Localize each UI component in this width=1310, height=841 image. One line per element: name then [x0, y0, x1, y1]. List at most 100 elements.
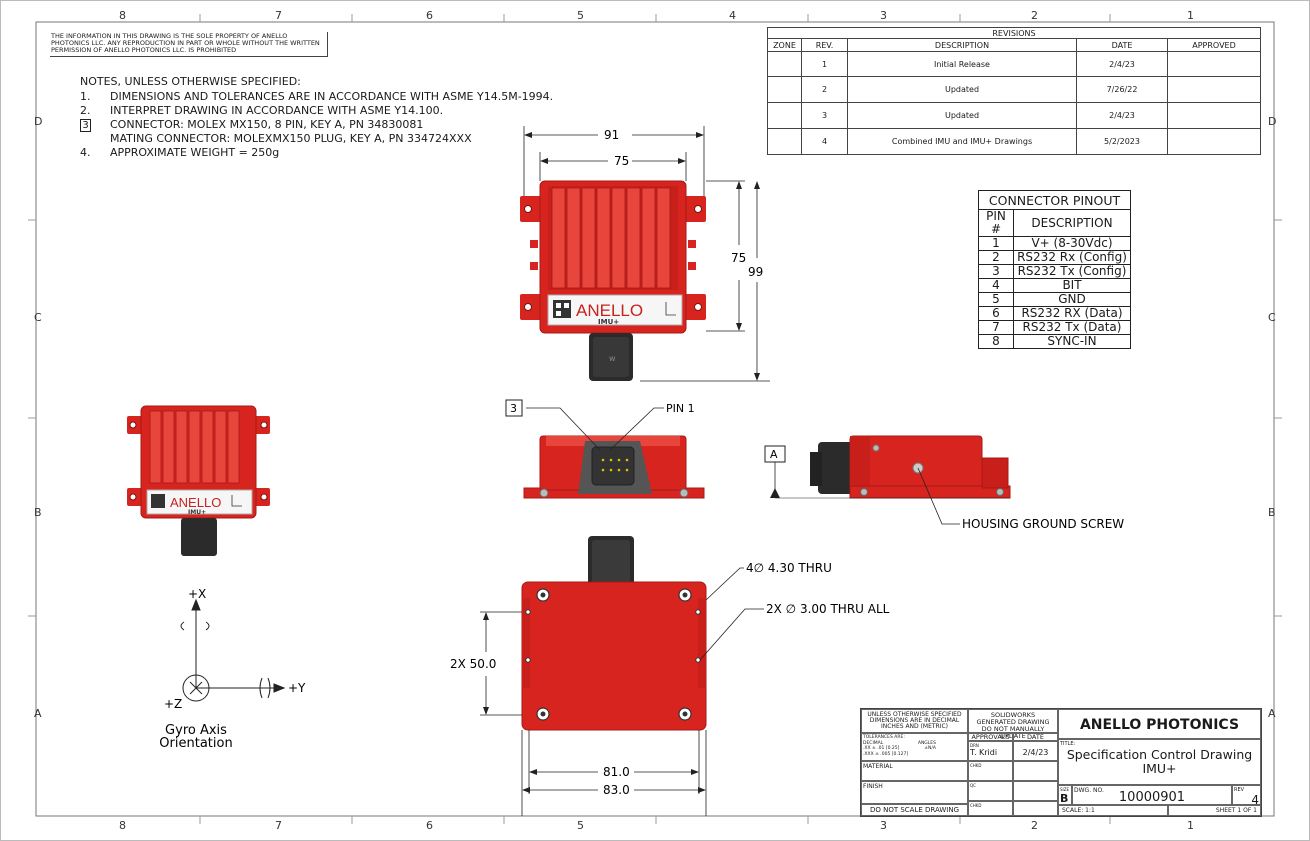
- side-view: [810, 435, 1011, 499]
- pin-number: 5: [978, 292, 1014, 307]
- zone-bottom-6: 6: [426, 819, 433, 832]
- zone-right-d: D: [1268, 115, 1277, 128]
- thru-hole-2x: 2X ∅ 3.00 THRU ALL: [766, 602, 890, 616]
- zone-bottom-8: 8: [119, 819, 126, 832]
- zone-left-c: C: [34, 311, 42, 324]
- chkd2-date-cell: [1013, 801, 1058, 816]
- rev-desc: Updated: [847, 102, 1077, 129]
- pin-number: 2: [978, 250, 1014, 265]
- notes-title: NOTES, UNLESS OTHERWISE SPECIFIED:: [80, 75, 301, 88]
- date-header: DATE: [1013, 733, 1058, 741]
- zone-left-b: B: [34, 506, 42, 519]
- pin-number: 8: [978, 334, 1014, 349]
- pin-desc: RS232 Tx (Data): [1013, 320, 1131, 335]
- front-view: [523, 435, 705, 499]
- tolerance-header: UNLESS OTHERWISE SPECIFIED DIMENSIONS AR…: [861, 709, 968, 733]
- drawn-by: T. Kridi: [970, 748, 998, 757]
- axis-y-label: +Y: [288, 681, 306, 695]
- pinout-header-desc: DESCRIPTION: [1013, 209, 1131, 237]
- scale-cell: SCALE: 1:1: [1058, 805, 1168, 816]
- zone-top-1: 1: [1187, 9, 1194, 22]
- callout-3-box: [505, 399, 523, 417]
- note-num-boxed: 3: [80, 119, 91, 132]
- svg-text:w: w: [609, 354, 616, 363]
- rev-label: REV: [1234, 787, 1245, 793]
- pin-desc: GND: [1013, 292, 1131, 307]
- rev-zone: [767, 128, 802, 155]
- pin-number: 1: [978, 236, 1014, 251]
- company-name: ANELLO PHOTONICS: [1058, 709, 1261, 739]
- rev-approved: [1167, 51, 1261, 77]
- tol-line: INCHES AND (METRIC): [880, 723, 949, 730]
- note-num: 1.: [80, 90, 91, 103]
- revisions-table: REVISIONS ZONE REV. DESCRIPTION DATE APP…: [767, 27, 1261, 155]
- note-text: INTERPRET DRAWING IN ACCORDANCE WITH ASM…: [110, 104, 444, 117]
- note-num: [80, 132, 110, 146]
- title-label: TITLE:: [1060, 741, 1076, 747]
- rev-date: 2/4/23: [1076, 102, 1168, 129]
- rev-date: 5/2/2023: [1076, 128, 1168, 155]
- sw-line: SOLIDWORKS: [990, 711, 1036, 719]
- rev-num: 2: [801, 76, 848, 103]
- bottom-view: [521, 536, 707, 731]
- zone-bottom-3: 3: [880, 819, 887, 832]
- zone-left-a: A: [34, 707, 42, 720]
- size-label: SIZE: [1060, 787, 1069, 792]
- gyro-caption-2: Orientation: [159, 736, 232, 751]
- pin-desc: RS232 RX (Data): [1013, 306, 1131, 321]
- pin1-label: PIN 1: [666, 402, 695, 415]
- dim-width-91: 91: [604, 128, 619, 142]
- rev-num: 1: [801, 51, 848, 77]
- qc-date-cell: [1013, 781, 1058, 801]
- tol-line: ±N/A: [924, 746, 936, 751]
- zone-top-6: 6: [426, 9, 433, 22]
- rev-approved: [1167, 76, 1261, 103]
- revisions-title: REVISIONS: [767, 27, 1261, 39]
- tol-line: DIMENSIONS ARE IN DECIMAL: [869, 717, 960, 724]
- rev-zone: [767, 51, 802, 77]
- size-value: B: [1060, 792, 1069, 805]
- note-4: 4.APPROXIMATE WEIGHT = 250g: [80, 146, 553, 160]
- zone-top-3: 3: [880, 9, 887, 22]
- zone-top-8: 8: [119, 9, 126, 22]
- zone-bottom-2: 2: [1031, 819, 1038, 832]
- bottom-dim-arrows: [483, 612, 706, 793]
- note-1: 1.DIMENSIONS AND TOLERANCES ARE IN ACCOR…: [80, 90, 553, 104]
- zone-left-d: D: [34, 115, 43, 128]
- drawn-cell: DRN T. Kridi: [968, 741, 1013, 761]
- drawn-date: 2/4/23: [1013, 741, 1058, 761]
- dwg-cell: DWG. NO. 10000901: [1072, 785, 1232, 805]
- zone-right-a: A: [1268, 707, 1276, 720]
- note-2: 2.INTERPRET DRAWING IN ACCORDANCE WITH A…: [80, 104, 553, 118]
- dim-height-75: 75: [731, 251, 746, 265]
- dim-height-50: 2X 50.0: [450, 657, 496, 671]
- no-scale-note: DO NOT SCALE DRAWING: [861, 804, 968, 816]
- pin-number: 6: [978, 306, 1014, 321]
- rev-zone: [767, 102, 802, 129]
- pin-desc: V+ (8-30Vdc): [1013, 236, 1131, 251]
- axis-z-label: +Z: [164, 697, 182, 711]
- rev-approved: [1167, 128, 1261, 155]
- rev-header-desc: DESCRIPTION: [847, 38, 1077, 52]
- note-3: 3 CONNECTOR: MOLEX MX150, 8 PIN, KEY A, P…: [80, 118, 553, 132]
- top-dims: [523, 126, 770, 382]
- zone-bottom-5: 5: [577, 819, 584, 832]
- rev-header-zone: ZONE: [767, 38, 802, 52]
- zone-right-c: C: [1268, 311, 1276, 324]
- chkd-date-cell: [1013, 761, 1058, 781]
- chkd-cell: CHKD: [968, 761, 1013, 781]
- zone-top-5: 5: [577, 9, 584, 22]
- title-block: UNLESS OTHERWISE SPECIFIED DIMENSIONS AR…: [860, 708, 1262, 817]
- rev-num: 4: [801, 128, 848, 155]
- rev-desc: Initial Release: [847, 51, 1077, 77]
- approvals-header: APPROVALS: [968, 733, 1013, 741]
- note-text: CONNECTOR: MOLEX MX150, 8 PIN, KEY A, PN…: [110, 118, 424, 131]
- tol-line: TOLERANCES ARE:: [863, 735, 905, 740]
